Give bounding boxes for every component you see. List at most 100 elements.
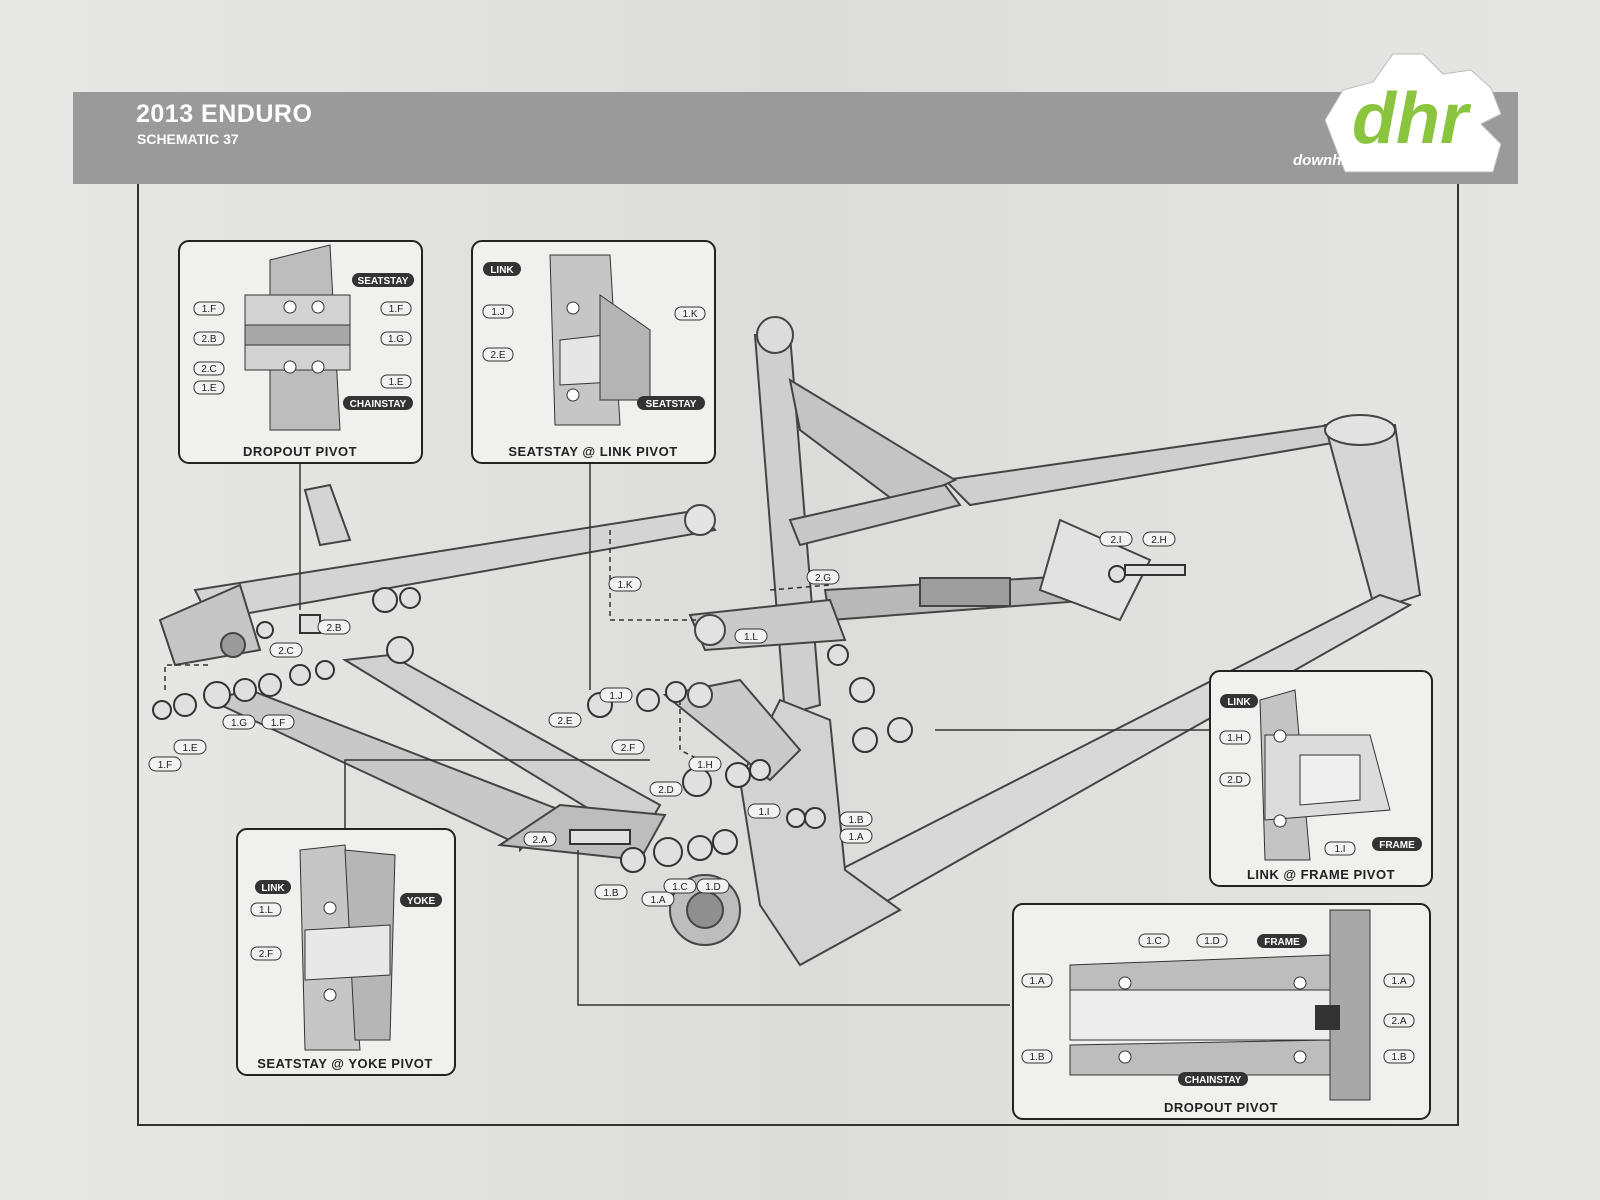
svg-text:2.G: 2.G — [815, 573, 831, 584]
svg-text:2.C: 2.C — [278, 646, 294, 657]
callout-2-h: 2.H — [1142, 531, 1176, 547]
svg-text:2.D: 2.D — [1227, 775, 1243, 786]
inset-caption-seatstay-yoke: SEATSTAY @ YOKE PIVOT — [257, 1056, 433, 1071]
page-subtitle: SCHEMATIC 37 — [137, 131, 239, 147]
inset-dropout-pivot-bottom: FRAME CHAINSTAY 1.C 1.D 1.A 1.A 2.A 1.B … — [1012, 903, 1431, 1120]
callout-2-g: 2.G — [806, 569, 840, 585]
callout-1-l: 1.L — [734, 628, 768, 644]
inset-dropout-pivot-top: SEATSTAY CHAINSTAY 1.F 2.B 2.C 1.E 1.F 1… — [178, 240, 423, 464]
callout-1-i: 1.I — [747, 803, 781, 819]
svg-text:FRAME: FRAME — [1264, 937, 1300, 948]
svg-text:2.I: 2.I — [1110, 535, 1121, 546]
svg-text:2.D: 2.D — [658, 785, 674, 796]
svg-text:LINK: LINK — [490, 265, 514, 276]
callout-1-a-left: 1.A — [641, 891, 675, 907]
svg-text:1.F: 1.F — [158, 760, 172, 771]
svg-text:LINK: LINK — [261, 883, 285, 894]
svg-text:1.B: 1.B — [1391, 1052, 1406, 1063]
callout-2-c: 2.C — [269, 642, 303, 658]
svg-text:1.E: 1.E — [388, 377, 403, 388]
svg-text:1.B: 1.B — [1029, 1052, 1044, 1063]
svg-text:LINK: LINK — [1227, 697, 1251, 708]
svg-text:2.H: 2.H — [1151, 535, 1167, 546]
svg-text:FRAME: FRAME — [1379, 840, 1415, 851]
svg-text:1.E: 1.E — [201, 383, 216, 394]
callout-1-h: 1.H — [688, 756, 722, 772]
svg-text:1.A: 1.A — [650, 895, 665, 906]
callout-1-d: 1.D — [696, 878, 730, 894]
inset-seatstay-link-pivot: LINK SEATSTAY 1.J 1.K 2.E SEATSTAY @ LIN… — [471, 240, 716, 464]
callout-1-e: 1.E — [173, 739, 207, 755]
svg-text:1.A: 1.A — [848, 832, 863, 843]
callout-1-b-right: 1.B — [839, 811, 873, 827]
svg-text:2.B: 2.B — [201, 334, 216, 345]
svg-text:CHAINSTAY: CHAINSTAY — [1185, 1075, 1242, 1086]
svg-text:CHAINSTAY: CHAINSTAY — [350, 399, 407, 410]
leader-lines — [164, 450, 1210, 1006]
svg-text:1.G: 1.G — [231, 718, 247, 729]
svg-text:SEATSTAY: SEATSTAY — [358, 276, 409, 287]
svg-text:2.E: 2.E — [490, 350, 505, 361]
svg-text:2.A: 2.A — [1391, 1016, 1406, 1027]
svg-text:1.C: 1.C — [1146, 936, 1162, 947]
svg-text:1.L: 1.L — [259, 905, 273, 916]
callout-1-g: 1.G — [222, 714, 256, 730]
svg-text:2.C: 2.C — [201, 364, 217, 375]
callout-2-i: 2.I — [1099, 531, 1133, 547]
svg-text:2.E: 2.E — [557, 716, 572, 727]
callout-1-a-right: 1.A — [839, 828, 873, 844]
callout-1-f-b: 1.F — [148, 756, 182, 772]
callout-2-a: 2.A — [523, 831, 557, 847]
svg-text:1.D: 1.D — [705, 882, 721, 893]
svg-text:SEATSTAY: SEATSTAY — [646, 399, 697, 410]
svg-text:1.F: 1.F — [271, 718, 285, 729]
callout-1-c: 1.C — [663, 878, 697, 894]
callout-1-f-a: 1.F — [261, 714, 295, 730]
svg-text:2.F: 2.F — [621, 743, 635, 754]
svg-text:1.K: 1.K — [617, 580, 632, 591]
svg-text:1.F: 1.F — [202, 304, 216, 315]
svg-text:1.B: 1.B — [603, 888, 618, 899]
svg-text:1.D: 1.D — [1204, 936, 1220, 947]
svg-text:1.B: 1.B — [848, 815, 863, 826]
svg-text:1.C: 1.C — [672, 882, 688, 893]
svg-text:1.J: 1.J — [491, 307, 504, 318]
svg-text:1.E: 1.E — [182, 743, 197, 754]
page-title: 2013 ENDURO — [136, 100, 313, 128]
svg-text:1.H: 1.H — [1227, 733, 1243, 744]
svg-text:2.A: 2.A — [532, 835, 547, 846]
logo-url: downhill-rangers.com — [1293, 152, 1449, 169]
inset-caption-dropout-top: DROPOUT PIVOT — [243, 444, 357, 459]
dhr-logo: dhr downhill-rangers.com — [1293, 53, 1502, 173]
callout-2-f: 2.F — [611, 739, 645, 755]
svg-text:1.F: 1.F — [389, 304, 403, 315]
inset-caption-dropout-bottom: DROPOUT PIVOT — [1164, 1100, 1278, 1115]
svg-text:1.A: 1.A — [1391, 976, 1406, 987]
svg-text:1.H: 1.H — [697, 760, 713, 771]
inset-caption-link-frame: LINK @ FRAME PIVOT — [1247, 867, 1395, 882]
svg-text:1.I: 1.I — [1334, 844, 1345, 855]
svg-text:2.F: 2.F — [259, 949, 273, 960]
svg-text:1.L: 1.L — [744, 632, 758, 643]
callout-2-b: 2.B — [317, 619, 351, 635]
link-drawing — [662, 598, 847, 782]
svg-text:1.G: 1.G — [388, 334, 404, 345]
callout-2-e: 2.E — [548, 712, 582, 728]
callout-1-b-left: 1.B — [594, 884, 628, 900]
svg-text:1.A: 1.A — [1029, 976, 1044, 987]
header-bar — [73, 92, 1518, 184]
seatstay-drawing — [158, 483, 717, 667]
hardware-parts — [152, 564, 1186, 873]
schematic-border — [137, 184, 1459, 1126]
inset-seatstay-yoke-pivot: LINK YOKE 1.L 2.F SEATSTAY @ YOKE PIVOT — [236, 828, 456, 1076]
svg-text:1.J: 1.J — [609, 691, 622, 702]
inset-link-frame-pivot: LINK FRAME 1.H 2.D 1.I LINK @ FRAME PIVO… — [1209, 670, 1433, 887]
svg-text:1.I: 1.I — [758, 807, 769, 818]
callout-1-j: 1.J — [599, 687, 633, 703]
svg-text:2.B: 2.B — [326, 623, 341, 634]
logo-letters: dhr — [1352, 79, 1472, 159]
main-callouts: 1.K 2.B 2.C 2.G 2.I 2.H 1.L 1.J 2.E 2.F … — [148, 531, 1176, 907]
svg-text:1.K: 1.K — [682, 309, 697, 320]
svg-text:YOKE: YOKE — [407, 896, 436, 907]
